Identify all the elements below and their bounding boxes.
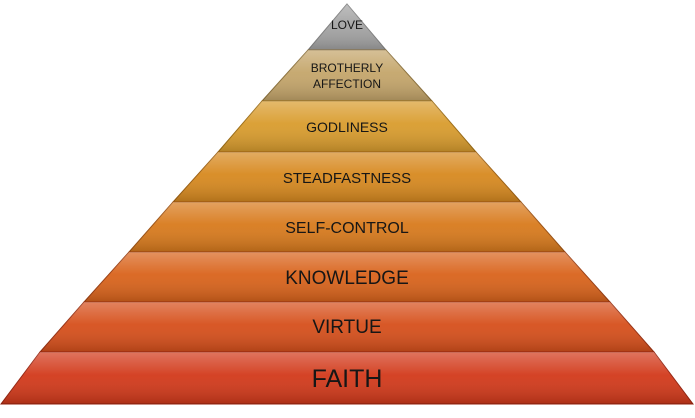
tier-label-knowledge: KNOWLEDGE <box>285 268 409 289</box>
tier-label-virtue: VIRTUE <box>312 317 381 338</box>
tier-knowledge: KNOWLEDGE <box>82 251 612 303</box>
tier-steadfastness: STEADFASTNESS <box>171 151 523 203</box>
tier-self-control: SELF-CONTROL <box>127 201 567 253</box>
tier-faith: FAITH <box>0 351 694 405</box>
tier-label-brotherly-affection-line2: AFFECTION <box>313 77 381 91</box>
tier-label-love: LOVE <box>331 18 363 32</box>
tier-brotherly-affection: BROTHERLY AFFECTION <box>260 49 434 102</box>
tier-label-godliness: GODLINESS <box>306 119 388 135</box>
tier-virtue: VIRTUE <box>38 301 656 353</box>
tier-godliness: GODLINESS <box>216 100 478 153</box>
tier-label-brotherly-affection: BROTHERLY <box>311 61 383 75</box>
tier-label-self-control: SELF-CONTROL <box>285 220 409 237</box>
tier-love: LOVE <box>306 3 388 51</box>
tier-label-steadfastness: STEADFASTNESS <box>283 170 411 187</box>
tier-label-faith: FAITH <box>312 365 383 393</box>
